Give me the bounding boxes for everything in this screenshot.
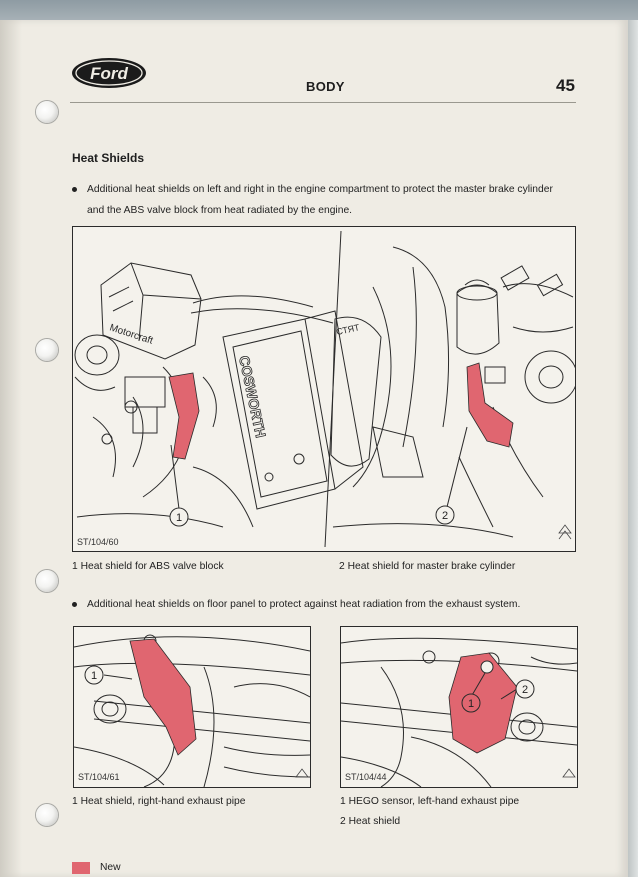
bullet-text-line: and the ABS valve block from heat radiat… [87,205,353,216]
figure-left-hand-exhaust: 1 2 ST/104/44 [340,626,578,788]
engine-compartment-illustration: Motorcraft COSWORTH [74,230,575,548]
header-rule [70,102,576,103]
svg-text:СТЯТ: СТЯТ [335,322,361,337]
heat-shield-brake-cylinder-highlight [466,362,514,448]
bullet-text-line: Additional heat shields on floor panel t… [87,599,521,610]
figure-caption: 2 Heat shield for master brake cylinder [339,561,516,572]
figure-engine-compartment: Motorcraft COSWORTH [72,226,576,552]
bullet-item: Additional heat shields on floor panel t… [72,594,587,615]
svg-text:1: 1 [468,698,474,710]
callout-1: 1 [84,665,104,685]
binder-hole [36,339,58,361]
svg-text:1: 1 [91,670,97,682]
legend-new-swatch [72,862,90,874]
binding-shadow [0,20,22,877]
figure-ref: ST/104/61 [78,772,120,782]
binder-hole [36,804,58,826]
figure-ref: ST/104/60 [77,537,119,547]
scan-background [0,0,638,22]
heat-shield-left-exhaust-highlight [448,652,518,754]
page-header-title: BODY [306,79,345,94]
bullet-dot [72,602,77,607]
figure-caption: 1 HEGO sensor, left-hand exhaust pipe [340,796,520,807]
binder-hole [36,101,58,123]
bullet-text-line: Additional heat shields on left and righ… [87,184,553,195]
ford-logo: Ford [72,58,146,88]
right-exhaust-illustration: 1 [74,634,310,787]
logo-wordmark: Ford [90,64,128,83]
page-number: 45 [556,76,575,95]
hego-sensor [480,660,494,674]
heat-shield-right-exhaust-highlight [129,638,197,756]
figure-right-hand-exhaust: 1 ST/104/61 [73,626,311,788]
corner-mark-icon [562,768,576,778]
section-title: Heat Shields [72,151,145,165]
corner-mark-icon [558,524,572,540]
corner-mark-icon [295,768,309,778]
svg-text:2: 2 [442,510,448,522]
svg-text:1: 1 [176,512,182,524]
left-exhaust-illustration: 1 2 [341,637,577,787]
bullet-item: Additional heat shields on left and righ… [72,179,587,221]
figure-caption: 1 Heat shield for ABS valve block [72,561,224,572]
figure-ref: ST/104/44 [345,772,387,782]
callout-2: 2 [515,679,535,699]
legend-new-label: New [100,862,121,873]
heat-shield-abs-highlight [168,372,200,460]
binder-hole [36,570,58,592]
bullet-dot [72,187,77,192]
svg-text:2: 2 [522,684,528,696]
callout-1: 1 [169,507,189,527]
page-edge [628,20,638,877]
figure-caption: 1 Heat shield, right-hand exhaust pipe [72,796,246,807]
figure-caption: 2 Heat shield [340,816,401,827]
callout-1: 1 [461,693,481,713]
callout-2: 2 [435,505,455,525]
